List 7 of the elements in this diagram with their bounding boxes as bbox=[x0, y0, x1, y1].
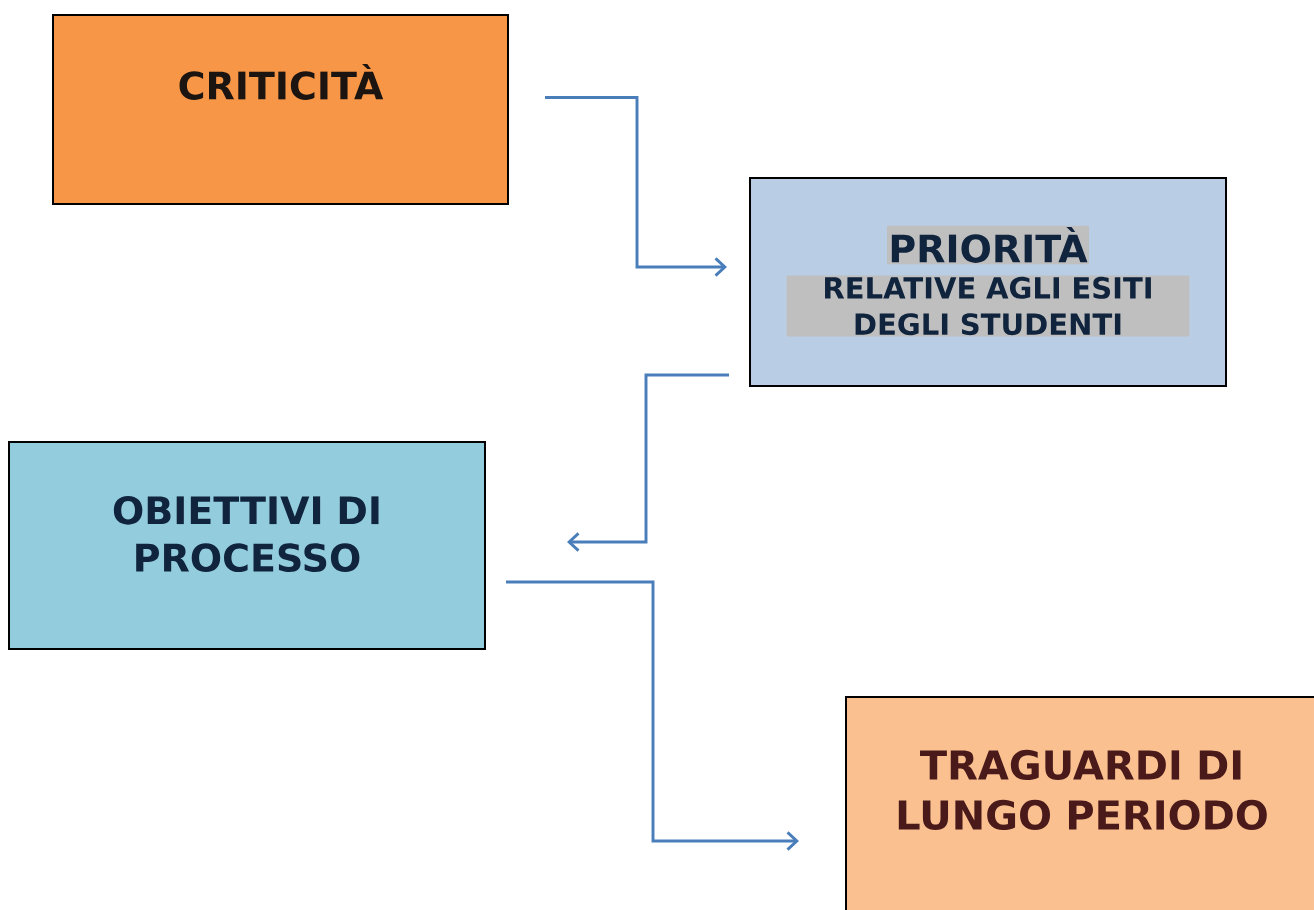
arrow bbox=[567, 373, 729, 552]
process-box: OBIETTIVI DI PROCESSO bbox=[8, 441, 486, 650]
arrow bbox=[506, 580, 799, 851]
process-box: TRAGUARDI DI LUNGO PERIODO bbox=[845, 696, 1314, 910]
process-box: PRIORITÀ RELATIVE AGLI ESITI DEGLI STUDENTI bbox=[749, 177, 1227, 387]
process-box: CRITICITÀ bbox=[52, 14, 509, 205]
arrow bbox=[545, 96, 727, 277]
